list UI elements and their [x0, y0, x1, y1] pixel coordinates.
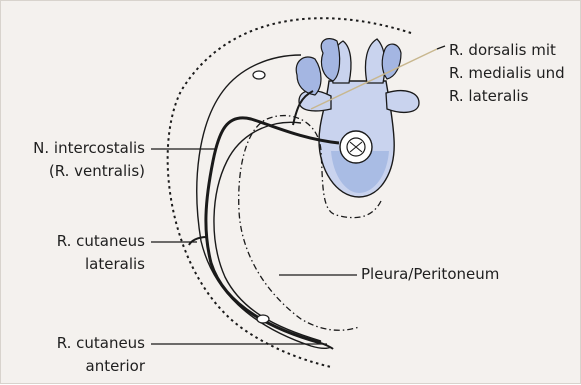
paraspinal-muscle-medial	[321, 39, 339, 81]
paraspinal-muscle-lateral	[296, 57, 321, 95]
transverse-process-right	[386, 91, 419, 113]
pointer-r-dorsalis-dark	[437, 46, 445, 49]
label-r-dorsalis: R. dorsalis mit R. medialis und R. later…	[449, 39, 565, 108]
body-wall-inner-line	[214, 122, 321, 341]
lateral-cutaneous-branch	[189, 237, 207, 245]
label-pleura-peritoneum: Pleura/Peritoneum	[361, 263, 499, 286]
nerve-lump-lower	[257, 315, 269, 323]
label-n-intercostalis: N. intercostalis (R. ventralis)	[33, 137, 145, 183]
label-r-cutaneus-lateralis: R. cutaneus lateralis	[57, 230, 145, 276]
nerve-lump-upper	[253, 71, 265, 79]
label-r-cutaneus-anterior: R. cutaneus anterior	[57, 332, 145, 378]
